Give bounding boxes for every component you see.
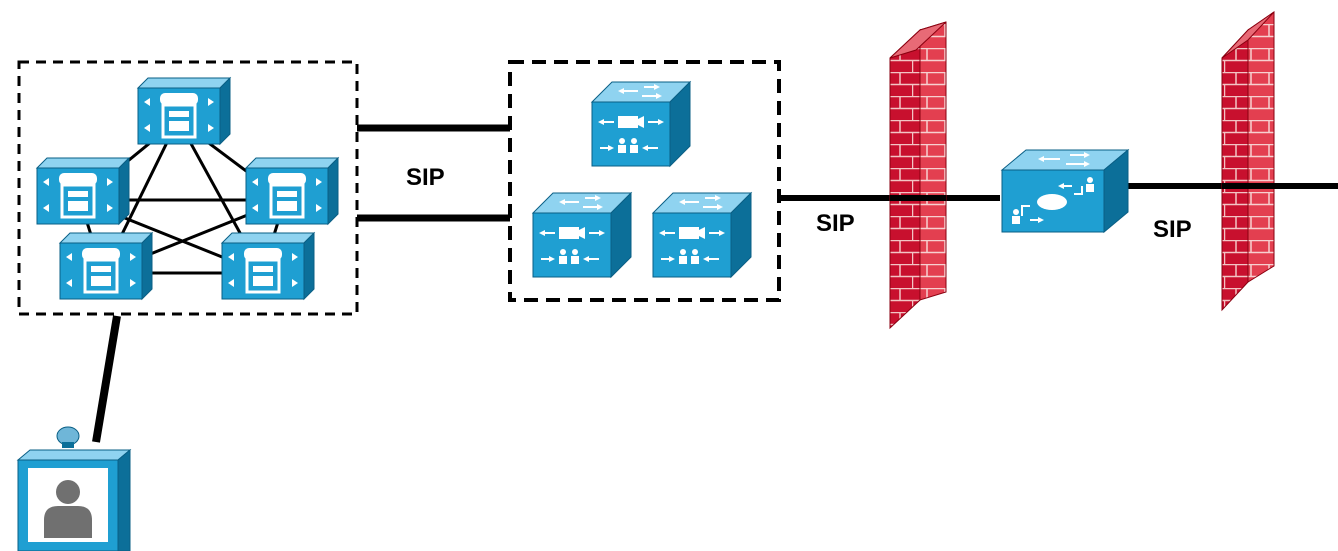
sip-label-cluster-vcs: SIP xyxy=(406,164,445,191)
firewall-icon xyxy=(1221,11,1275,312)
video-endpoint-icon xyxy=(16,426,132,551)
call-manager-icon xyxy=(220,231,316,301)
video-switch-cluster xyxy=(508,60,781,302)
sip-label-vcs-expressway: SIP xyxy=(816,210,855,237)
video-switch-icon xyxy=(591,81,691,167)
call-manager-icon xyxy=(136,76,232,146)
cluster-boundary xyxy=(17,60,359,316)
link-cluster-endpoint xyxy=(92,315,121,443)
vcs-boundary xyxy=(508,60,781,302)
call-manager-icon xyxy=(35,156,131,226)
video-switch-icon xyxy=(652,192,752,278)
call-manager-cluster xyxy=(17,60,359,316)
sip-label-expressway-external: SIP xyxy=(1153,216,1192,243)
call-manager-icon xyxy=(244,156,340,226)
call-manager-icon xyxy=(58,231,154,301)
video-switch-icon xyxy=(532,192,632,278)
expressway-edge-icon xyxy=(1001,149,1129,233)
firewall-icon xyxy=(889,21,947,330)
